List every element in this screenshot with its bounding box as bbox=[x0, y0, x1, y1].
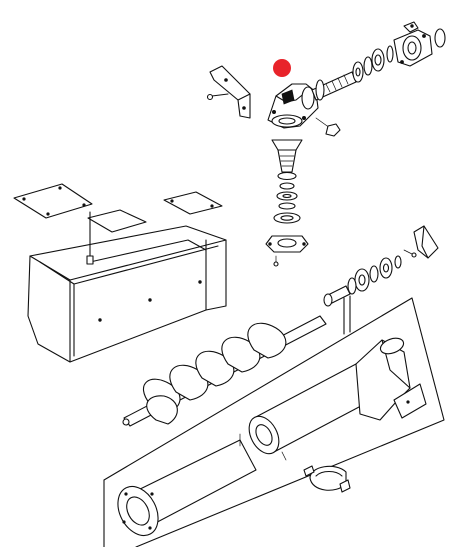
vertical-bearing-stack[interactable] bbox=[273, 171, 301, 224]
angle-gear-housing[interactable] bbox=[267, 83, 319, 129]
bearing-3[interactable] bbox=[354, 268, 370, 292]
auger-flights bbox=[143, 322, 287, 425]
lower-tube[interactable] bbox=[110, 433, 257, 542]
tube-assembly bbox=[103, 297, 445, 547]
bottom-flange[interactable] bbox=[265, 235, 309, 267]
lid-plate-middle[interactable] bbox=[87, 209, 147, 233]
auger-drive-bearings bbox=[323, 225, 439, 335]
shaft-bearing-stack[interactable] bbox=[352, 45, 394, 83]
bearing-1[interactable] bbox=[379, 257, 393, 279]
auger-coupling-shaft[interactable] bbox=[323, 285, 351, 335]
bracket-clip[interactable] bbox=[413, 225, 439, 259]
clamp-band[interactable] bbox=[303, 465, 351, 493]
lid-plate-right[interactable] bbox=[163, 191, 223, 215]
sight-post[interactable] bbox=[86, 211, 94, 265]
end-flange[interactable] bbox=[393, 21, 433, 67]
grain-hopper bbox=[13, 183, 227, 363]
input-shaft[interactable] bbox=[311, 71, 357, 101]
auger-screw[interactable] bbox=[122, 315, 327, 427]
seal-ring[interactable] bbox=[434, 28, 446, 48]
lock-nut[interactable] bbox=[315, 117, 341, 137]
tank-body[interactable] bbox=[27, 225, 227, 363]
vertical-gear-shaft[interactable] bbox=[271, 139, 303, 173]
bearing-4[interactable] bbox=[347, 277, 357, 295]
bearing-2[interactable] bbox=[369, 265, 379, 283]
spacer-ring[interactable] bbox=[394, 255, 402, 269]
lid-plate-left[interactable] bbox=[13, 183, 93, 219]
outlet-spout[interactable] bbox=[355, 335, 427, 421]
highlight-marker[interactable] bbox=[273, 59, 291, 77]
upper-tube[interactable] bbox=[243, 363, 377, 461]
gearbox-assembly bbox=[206, 21, 446, 267]
mounting-bracket[interactable] bbox=[206, 65, 251, 119]
